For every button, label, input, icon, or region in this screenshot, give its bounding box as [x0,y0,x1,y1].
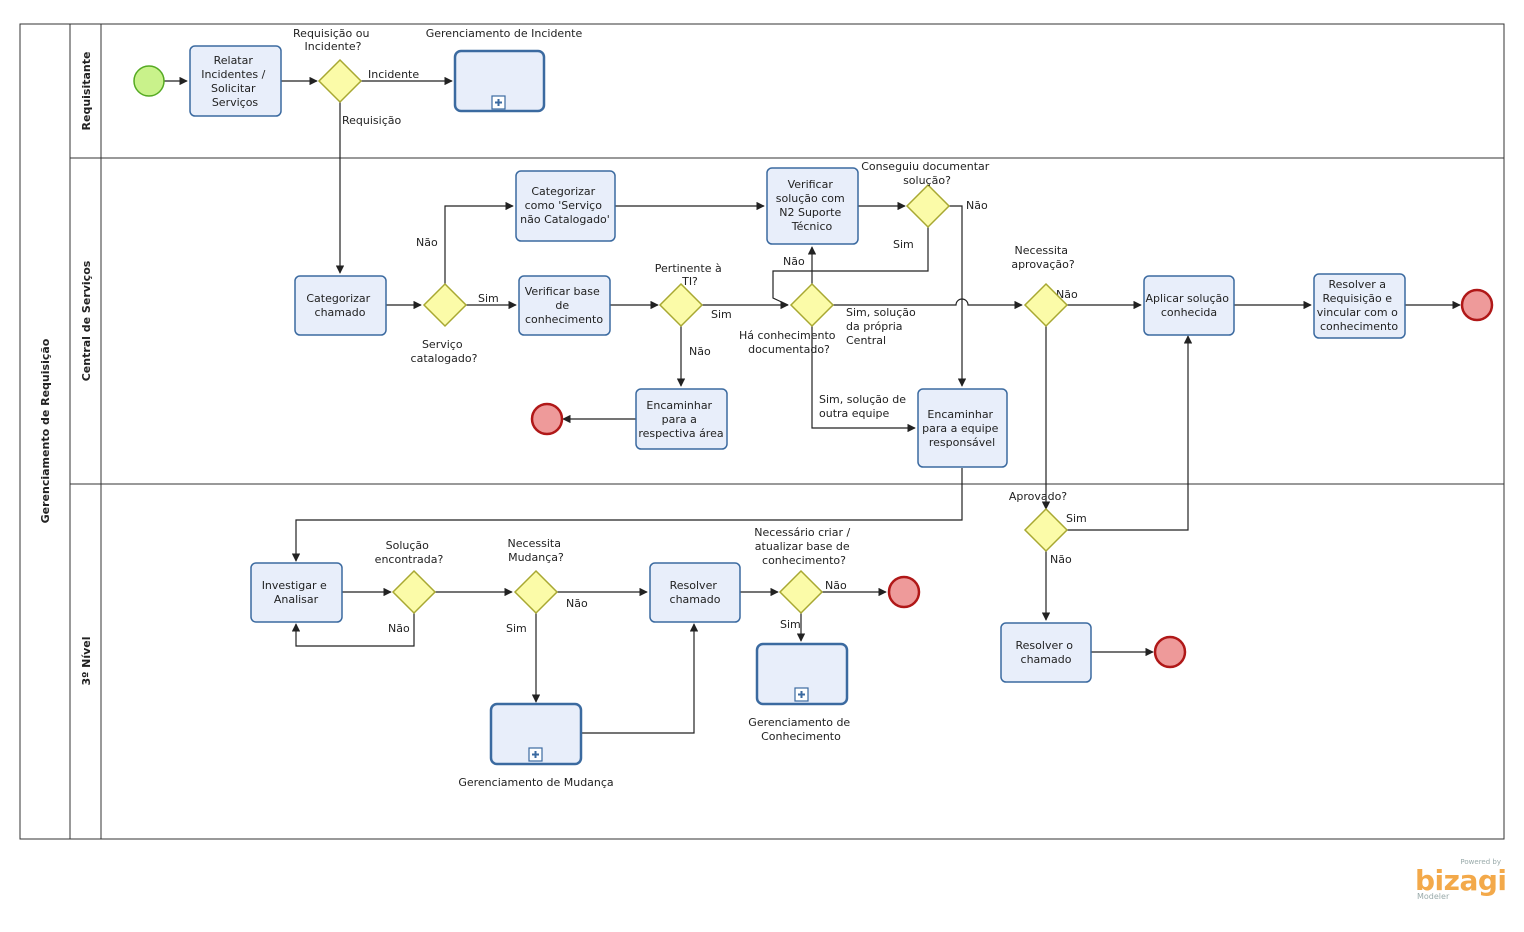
flow-label-nao-g5: Não [966,199,988,212]
svg-text:Necessário criar / atual: Necessário criar / atualizar base de con… [754,526,853,567]
flow-label-sim-g7: Sim [1066,512,1087,525]
task-aplicar-solucao: Aplicar solução conhecida [1143,275,1235,336]
flow-label-nao-g4: Não [783,255,805,268]
flow-label-requisicao: Requisição [342,114,402,127]
logo-sub: Modeler [1417,892,1450,901]
subprocess-conhecimento: Gerenciamento de Conhecimento [748,642,853,743]
flow-label-nao-g2: Não [416,236,438,249]
svg-text:Resolver o chamado: Resolver o chamado [1016,639,1077,666]
flow-label-sim-g10: Sim [780,618,801,631]
svg-text:Gerenciamento de Mudança: Gerenciamento de Mudança [458,776,613,789]
svg-text:Necessita Mudança?: Necessita Mudança? [508,537,565,564]
task-categorizar-chamado: Categorizar chamado [294,275,387,336]
flow-label-nao-g10: Não [825,579,847,592]
gateway-aprovado: Aprovado? [1009,490,1069,553]
svg-text:Relatar Incidentes /: Relatar Incidentes / Solicitar Serviços [201,54,269,109]
gateway-solucao-encontrada: Solução encontrada? [375,539,444,615]
svg-text:Há conhecimento document: Há conhecimento documentado? [739,329,839,356]
flow-label-sim-g2: Sim [478,292,499,305]
svg-text:Conseguiu documentar sol: Conseguiu documentar solução? [861,160,993,187]
start-event [133,65,165,97]
gateway-necessita-mudanca: Necessita Mudança? [508,537,565,615]
gateway-base-conhecimento: Necessário criar / atualizar base de con… [754,526,853,615]
flow-label-sim-outra: Sim, solução de outra equipe [819,393,910,420]
task-verificar-n2: Verificar solução com N2 Suporte Técnico [766,167,859,245]
svg-text:Resolver a Requisição e: Resolver a Requisição e vincular com o c… [1317,278,1402,333]
sequence-flows [164,76,1461,734]
svg-text:Resolver chamado: Resolver chamado [670,579,721,606]
task-resolver-chamado: Resolver chamado [649,562,741,623]
svg-text:Pertinente à TI?: Pertinente à TI? [655,262,725,288]
svg-text:Encaminhar para a: Encaminhar para a respectiva área [638,399,723,440]
gateway-conhecimento-documentado: Há conhecimento documentado? [739,282,839,356]
flow-label-nao-g7: Não [1050,553,1072,566]
end-event [530,402,564,436]
svg-text:Categorizar chamado: Categorizar chamado [306,292,373,319]
flow-label-nao-g3: Não [689,345,711,358]
svg-text:Verificar base de: Verificar base de conhecimento [525,285,604,326]
task-encaminhar-equipe: Encaminhar para a equipe responsável [917,388,1008,468]
svg-text:Verificar solução com: Verificar solução com N2 Suporte Técnico [776,178,849,233]
flow-label-nao-g9: Não [566,597,588,610]
pool-title: Gerenciamento de Requisição [39,338,52,523]
task-resolver-o-chamado: Resolver o chamado [1000,622,1092,683]
gateway-necessita-aprovacao: Necessita aprovação? [1011,244,1075,328]
svg-text:Aprovado?: Aprovado? [1009,490,1067,503]
lane-title-nivel3: 3º Nível [80,636,93,685]
svg-text:Encaminhar para a equipe: Encaminhar para a equipe responsável [922,408,1002,449]
task-encaminhar-area: Encaminhar para a respectiva área [635,388,728,450]
end-events [530,288,1494,669]
svg-text:Requisição ou Incidente?: Requisição ou Incidente? [293,27,373,53]
task-relatar-incidentes: Relatar Incidentes / Solicitar Serviços [189,45,282,117]
task-investigar: Investigar e Analisar [250,562,343,623]
end-event [887,575,921,609]
task-verificar-base: Verificar base de conhecimento [518,275,611,336]
end-event [1153,635,1187,669]
subprocess-incidente: Gerenciamento de Incidente [426,27,583,113]
svg-text:Gerenciamento de Incidente: Gerenciamento de Incidente [426,27,583,40]
task-resolver-requisicao: Resolver a Requisição e vincular com o c… [1313,273,1406,339]
logo-name: bizagi [1415,864,1507,897]
svg-text:Solução encontrada?: Solução encontrada? [375,539,444,566]
gateway-servico-catalogado: Serviço catalogado? [411,282,478,365]
flow-label-sim-g3: Sim [711,308,732,321]
flow-label-sim-g9: Sim [506,622,527,635]
svg-text:Investigar e Analisar: Investigar e Analisar [262,579,331,606]
flow-label-sim-g5: Sim [893,238,914,251]
svg-text:Necessita aprovação?: Necessita aprovação? [1011,244,1075,271]
svg-text:Serviço catalogado?: Serviço catalogado? [411,338,478,365]
svg-text:Aplicar solução conhecid: Aplicar solução conhecida [1146,292,1233,319]
svg-text:Gerenciamento de Conheci: Gerenciamento de Conhecimento [748,716,853,743]
bizagi-logo: Powered by bizagi Modeler [1413,858,1507,902]
flow-label-incidente: Incidente [368,68,419,81]
subprocess-mudanca: Gerenciamento de Mudança [458,702,614,789]
flow-label-nao-g6: Não [1056,288,1078,301]
gateway-conseguiu-documentar: Conseguiu documentar solução? [861,160,993,229]
end-event [1460,288,1494,322]
gateway-pertinente-ti: Pertinente à TI? [655,262,725,328]
flow-label-nao-g8: Não [388,622,410,635]
logo-powered-by: Powered by [1460,858,1501,866]
lane-title-requisitante: Requisitante [80,52,93,131]
svg-text:Categorizar como 'Serviç: Categorizar como 'Serviço não Catalogado… [520,185,610,226]
flow-label-sim-propria: Sim, solução da própria Central [846,306,919,347]
task-servico-nao-catalogado: Categorizar como 'Serviço não Catalogado… [515,170,616,242]
lane-title-central: Central de Serviços [80,260,93,381]
gateway-requisicao-incidente: Requisição ou Incidente? [293,27,373,104]
